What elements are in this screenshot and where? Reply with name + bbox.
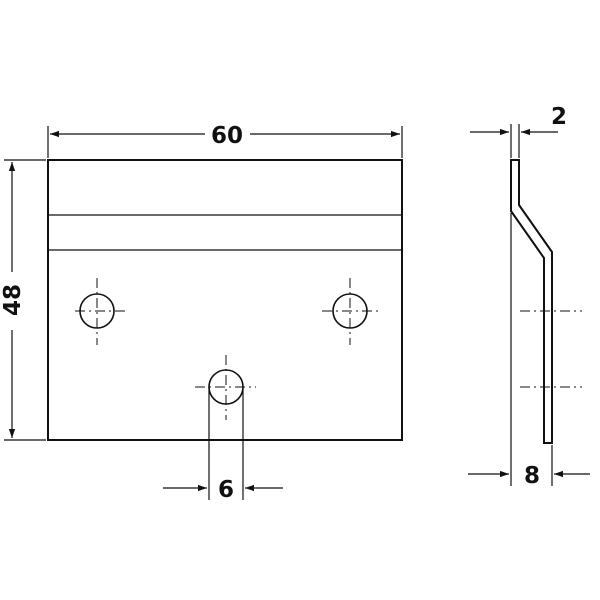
side-profile xyxy=(510,159,553,444)
front-view xyxy=(47,159,403,441)
offset-label: 8 xyxy=(524,463,540,489)
mounting-hole-left xyxy=(75,278,128,345)
thickness-label: 2 xyxy=(551,104,567,130)
height-label: 48 xyxy=(0,284,26,316)
side-view xyxy=(510,159,582,444)
dimension-hole: 6 xyxy=(163,387,283,503)
mounting-hole-bottom xyxy=(195,355,256,420)
hole-diameter-label: 6 xyxy=(218,477,234,503)
dimension-width: 60 xyxy=(47,123,403,158)
mounting-hole-right xyxy=(322,278,378,345)
width-label: 60 xyxy=(211,123,243,149)
dimension-offset: 8 xyxy=(468,213,590,489)
plate-outline xyxy=(47,159,403,441)
dimension-thickness: 2 xyxy=(470,104,567,158)
dimension-height: 48 xyxy=(0,159,46,441)
